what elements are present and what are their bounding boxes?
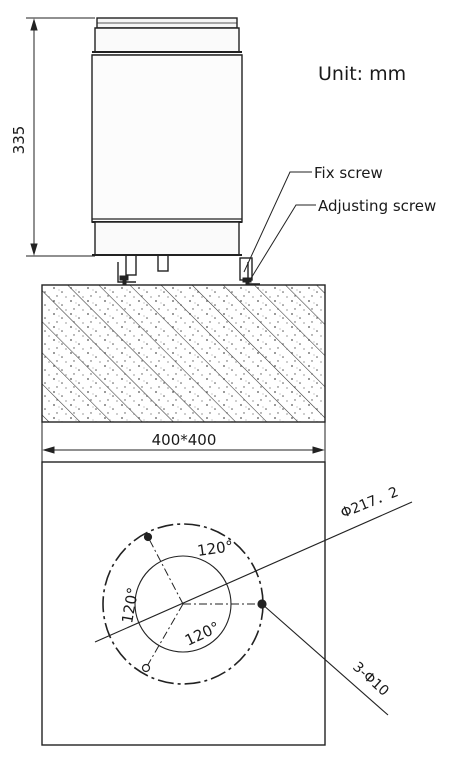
center-lines [145,536,262,669]
adjusting-screw-label: Adjusting screw [318,197,436,215]
screw-leaders [243,171,316,281]
holes-label: 3-Φ10 [349,659,392,700]
unit-label: Unit: mm [318,63,406,85]
diameter-leader [94,501,413,643]
base-width-dimension [41,422,326,462]
fix-screw-label: Fix screw [314,164,383,182]
angle-label-top: 120° [196,537,234,560]
hole-top [143,532,153,542]
height-dimension-label: 335 [10,126,28,155]
pitch-diameter-label: Φ217．2 [339,484,401,522]
concrete-base [41,284,326,423]
base-width-label: 400*400 [152,431,217,449]
holes-leader [261,603,389,716]
height-dimension [26,17,95,257]
hole-bottom [141,663,151,673]
sensor-housing [91,17,260,285]
